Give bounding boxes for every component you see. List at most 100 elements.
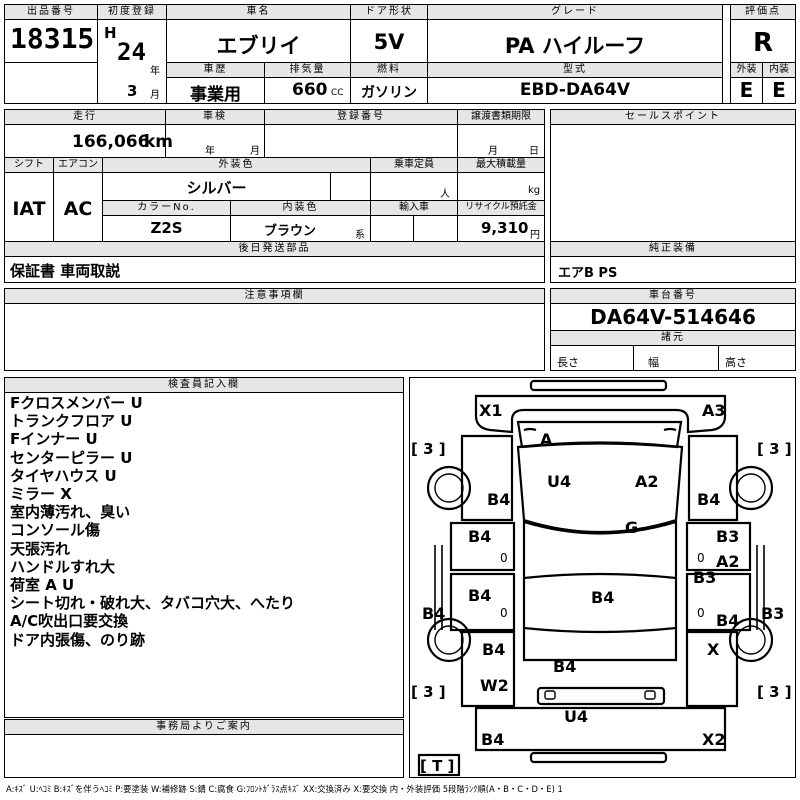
- displacement-header: 排気量: [264, 62, 351, 78]
- genuine-cell: [550, 256, 796, 283]
- int-color: ブラウン: [263, 224, 316, 239]
- tire-tread-front-right: [ 3 ]: [757, 440, 792, 458]
- tire-tread-rear-right: [ 3 ]: [757, 683, 792, 701]
- height-label: 高さ: [725, 356, 747, 369]
- grade-header: グレード: [427, 4, 723, 20]
- mark-b4-center: B4: [591, 588, 614, 607]
- ext-color-extra: [330, 172, 371, 201]
- inspector-line: 荷室 A U: [10, 576, 75, 595]
- rear-left-panel: [460, 630, 516, 708]
- inspector-cell: [4, 392, 404, 718]
- mark-b4-bottom-left: B4: [481, 730, 504, 749]
- shift: IAT: [12, 198, 46, 220]
- inspector-line: 室内薄汚れ、臭い: [10, 503, 131, 522]
- year-unit: 年: [150, 66, 160, 77]
- transfer-day-unit: 日: [529, 146, 539, 157]
- mileage: 166,066: [72, 132, 150, 152]
- recycle: 9,310: [481, 219, 529, 237]
- inspector-line: タイヤハウス U: [10, 466, 117, 485]
- inspector-line: トランクフロア U: [10, 412, 133, 431]
- exterior-header: 外装: [730, 62, 763, 78]
- inspection-year-unit: 年: [205, 146, 215, 157]
- later-parts: 保証書 車両取説: [10, 262, 121, 280]
- later-parts-cell: [4, 256, 545, 283]
- mark-b4-left-door: B4: [468, 527, 491, 546]
- roof-panel: [516, 441, 684, 534]
- inspector-line: ドア内張傷、のり跡: [10, 630, 146, 649]
- reg-month: 3: [127, 82, 138, 100]
- genuine: エアB PS: [558, 266, 618, 281]
- mark-b4-rear: B4: [553, 657, 576, 676]
- rear-glass: [536, 686, 666, 706]
- import-cell-a: [370, 215, 414, 242]
- max-load-header: 最大積載量: [457, 157, 545, 173]
- ext-color: シルバー: [186, 179, 247, 197]
- height-cell: [718, 345, 796, 371]
- color-no: Z2S: [150, 219, 183, 237]
- shift-header: シフト: [4, 157, 54, 173]
- import-header: 輸入車: [370, 200, 458, 216]
- chassis-header: 車台番号: [550, 288, 796, 304]
- mark-b4-left-rear-door: B4: [468, 586, 491, 605]
- max-load-unit: kg: [528, 185, 541, 196]
- grade: PA ハイルーフ: [504, 34, 646, 58]
- specs-header: 諸元: [550, 330, 796, 346]
- diagram-frame: [409, 377, 796, 778]
- interior-score: E: [772, 78, 786, 102]
- width-label: 幅: [648, 356, 659, 369]
- width-cell: [633, 345, 719, 371]
- int-color-suffix: 系: [355, 230, 365, 241]
- mark-w2: W2: [480, 676, 509, 695]
- recycle-unit: 円: [530, 230, 540, 241]
- mark-zero: 0: [697, 606, 705, 620]
- capacity-unit: 人: [440, 189, 450, 200]
- rear-door-left: [449, 572, 516, 632]
- capacity-header: 乗車定員: [370, 157, 458, 173]
- reg-year: 24: [117, 38, 146, 66]
- front-door-left: [449, 521, 516, 572]
- inspection-month-unit: 月: [250, 146, 260, 157]
- score: R: [752, 28, 774, 58]
- mark-a: A: [540, 430, 553, 449]
- sales-point-header: セールスポイント: [550, 109, 796, 125]
- fuel-header: 燃料: [350, 62, 428, 78]
- spare-tire-box: [417, 753, 461, 777]
- ext-color-header: 外装色: [102, 157, 371, 173]
- int-color-header: 内装色: [230, 200, 371, 216]
- car-name-header: 車名: [166, 4, 351, 20]
- door-type: 5V: [373, 30, 405, 54]
- exterior-score: E: [739, 78, 754, 102]
- mark-b3-right-outer: B3: [761, 604, 784, 623]
- model-cell: [427, 77, 723, 104]
- notes-cell: [4, 303, 545, 371]
- inspector-header: 検査員記入欄: [4, 377, 404, 393]
- left-sill: [434, 545, 443, 630]
- office-header: 事務局よりご案内: [4, 719, 404, 735]
- mark-b4-left-rear: B4: [482, 640, 505, 659]
- sales-point-cell: [550, 124, 796, 242]
- mark-zero: 0: [500, 606, 508, 620]
- mark-x2: X2: [702, 730, 725, 749]
- front-door-right: [685, 521, 752, 572]
- rear-right-panel: [685, 630, 739, 708]
- tire-rear-right: [728, 617, 774, 663]
- lot-no: 18315: [10, 22, 95, 55]
- mark-x1: X1: [479, 401, 502, 420]
- recycle-header: リサイクル預託金: [457, 200, 545, 216]
- score-header: 評価点: [730, 4, 796, 20]
- mark-a2-right: A2: [716, 552, 740, 571]
- transfer-header: 譲渡書類期限: [457, 109, 545, 125]
- color-no-header: カラーNo.: [102, 200, 231, 216]
- door-header: ドア形状: [350, 4, 428, 20]
- transfer-month-unit: 月: [488, 146, 498, 157]
- lot-no-header: 出品番号: [4, 4, 98, 20]
- spare-tire-mark: [ T ]: [420, 757, 454, 775]
- model: EBD-DA64V: [519, 80, 631, 100]
- aircon: AC: [63, 198, 93, 220]
- rear-door-right: [685, 572, 752, 632]
- mileage-header: 走行: [4, 109, 166, 125]
- car-name: エブリイ: [216, 34, 301, 58]
- aircon-header: エアコン: [53, 157, 103, 173]
- tire-rear-left: [426, 617, 472, 663]
- reg-no-cell: [264, 124, 458, 158]
